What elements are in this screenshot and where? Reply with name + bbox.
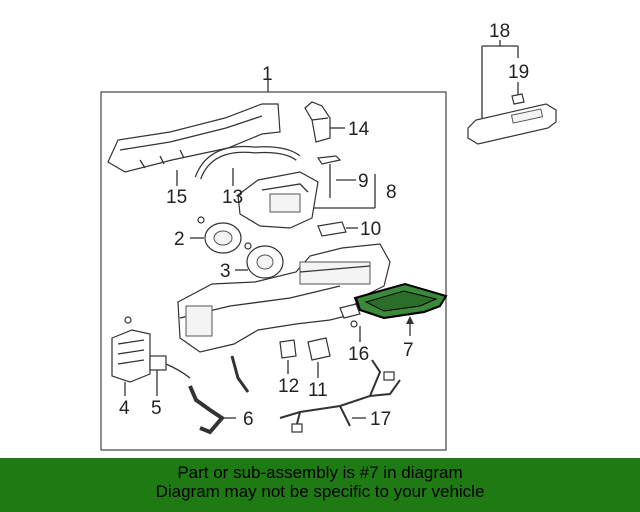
- part-2-blower-wheel: [197, 216, 252, 254]
- callout-8: 8: [386, 182, 397, 203]
- callout-17: 17: [370, 409, 391, 430]
- hvac-main-body: [177, 243, 391, 353]
- assembly-frame: [100, 91, 447, 451]
- parts-diagram: 1 2 3 4 5 6 7 8 9 10 11 12 13 14 15 16 1…: [100, 21, 557, 451]
- callout-15: 15: [166, 187, 187, 208]
- callout-10: 10: [360, 219, 381, 240]
- part-10-actuator: [317, 221, 347, 237]
- part-7-cabin-filter: [353, 282, 448, 320]
- callout-7: 7: [403, 340, 414, 361]
- part-14-elbow: [304, 101, 331, 143]
- callout-14: 14: [348, 119, 370, 140]
- part-12-servo: [279, 339, 297, 359]
- part-6-tube: [188, 355, 250, 435]
- callout-6: 6: [243, 409, 254, 430]
- part-16-clip: [339, 303, 361, 328]
- part-3-fan-motor: [246, 245, 284, 279]
- part-11-servo: [307, 337, 331, 361]
- part-19-clip: [511, 93, 525, 105]
- callout-1: 1: [262, 64, 273, 85]
- heater-case-upper: [237, 171, 319, 229]
- callout-12: 12: [278, 376, 299, 397]
- part-15-duct: [107, 103, 281, 173]
- callout-9: 9: [358, 171, 369, 192]
- callout-3: 3: [220, 261, 231, 282]
- callout-4: 4: [119, 398, 130, 419]
- callout-2: 2: [174, 229, 185, 250]
- part-4-evaporator: [111, 316, 151, 383]
- callout-11: 11: [308, 380, 328, 401]
- part-13-hose: [194, 145, 301, 180]
- callout-16: 16: [348, 344, 369, 365]
- callout-19: 19: [508, 62, 529, 83]
- part-17-harness: [279, 359, 401, 433]
- info-banner: Part or sub-assembly is #7 in diagram Di…: [0, 458, 640, 512]
- callout-5: 5: [151, 398, 162, 419]
- callout-13: 13: [222, 187, 243, 208]
- part-18-cover-panel: [467, 103, 557, 145]
- banner-line-1: Part or sub-assembly is #7 in diagram: [177, 463, 463, 482]
- callout-18: 18: [489, 21, 510, 42]
- part-5-valve: [149, 355, 191, 379]
- banner-line-2: Diagram may not be specific to your vehi…: [155, 482, 485, 501]
- part-9-bracket: [316, 155, 356, 198]
